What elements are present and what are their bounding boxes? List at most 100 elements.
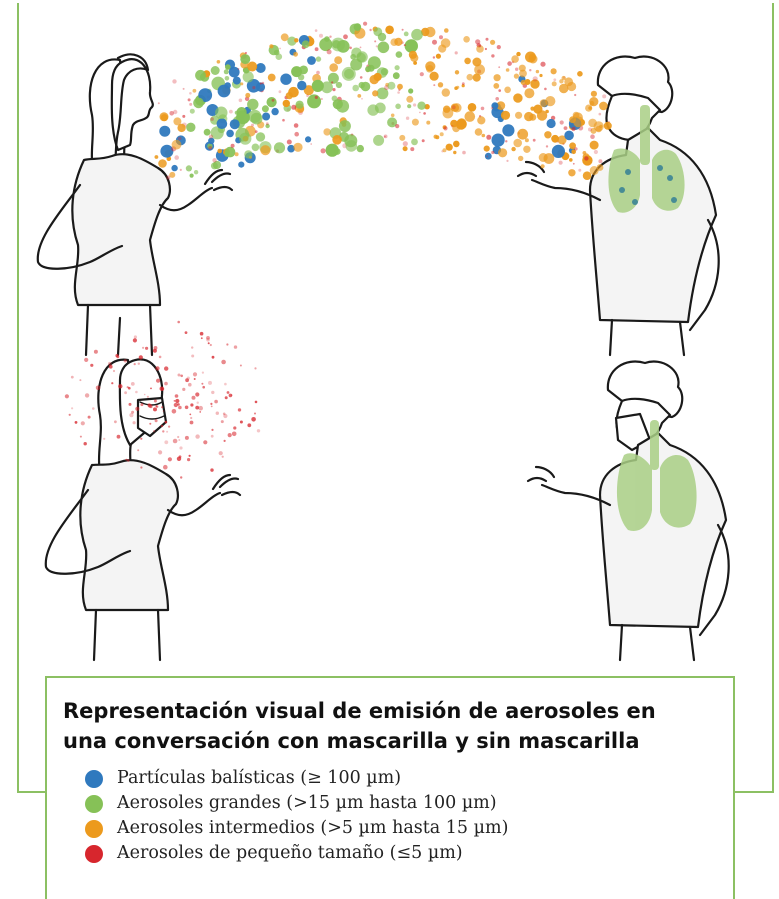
aerosol-particle xyxy=(361,97,363,100)
aerosol-particle xyxy=(360,81,371,92)
aerosol-particle xyxy=(191,395,196,400)
aerosol-particle xyxy=(114,420,117,424)
aerosol-particle xyxy=(589,100,595,106)
aerosol-particle xyxy=(589,140,599,150)
aerosol-particle xyxy=(475,39,481,45)
aerosol-particle xyxy=(419,72,424,77)
legend-dot-red xyxy=(85,845,103,863)
aerosol-particle xyxy=(484,152,492,160)
aerosol-particle xyxy=(146,395,149,398)
aerosol-particle xyxy=(373,27,383,37)
aerosol-particle xyxy=(137,449,140,452)
aerosol-particle xyxy=(491,150,495,155)
aerosol-particle xyxy=(324,36,330,42)
aerosol-particle xyxy=(476,45,484,53)
aerosol-particle xyxy=(353,23,362,31)
aerosol-particle xyxy=(291,104,297,110)
aerosol-particle xyxy=(294,38,299,43)
aerosol-particle xyxy=(523,145,531,153)
aerosol-particle xyxy=(207,143,213,149)
aerosol-particle xyxy=(173,109,178,115)
aerosol-particle xyxy=(511,146,516,152)
aerosol-particle xyxy=(178,405,182,410)
aerosol-particle xyxy=(493,74,501,82)
aerosol-particle xyxy=(303,85,314,96)
aerosol-particle xyxy=(481,133,486,138)
aerosol-particle xyxy=(143,393,146,396)
legend-dot-green xyxy=(85,795,103,813)
aerosol-particle xyxy=(404,39,418,53)
aerosol-particle xyxy=(167,457,172,462)
aerosol-particle xyxy=(443,126,448,131)
aerosol-particle xyxy=(511,55,519,63)
aerosol-particle xyxy=(228,393,233,398)
legend-item-large: Aerosoles grandes (>15 µm hasta 100 µm) xyxy=(85,791,508,816)
aerosol-cloud-mask xyxy=(64,320,261,479)
aerosol-particle xyxy=(193,97,204,109)
aerosol-particle xyxy=(79,379,82,382)
aerosol-particle xyxy=(184,435,189,440)
aerosol-particle xyxy=(190,416,193,420)
aerosol-particle xyxy=(228,66,240,78)
aerosol-particle xyxy=(177,136,182,141)
aerosol-particle xyxy=(306,94,309,98)
aerosol-particle xyxy=(173,117,182,126)
aerosol-particle xyxy=(187,98,191,102)
aerosol-particle xyxy=(407,104,412,109)
aerosol-particle xyxy=(376,87,389,100)
aerosol-particle xyxy=(242,71,254,83)
aerosol-particle xyxy=(525,51,536,63)
aerosol-particle xyxy=(357,94,362,98)
aerosol-particle xyxy=(248,109,262,123)
aerosol-particle xyxy=(441,88,450,97)
aerosol-particle xyxy=(410,53,419,62)
aerosol-particle xyxy=(486,155,489,158)
aerosol-particle xyxy=(251,123,254,127)
aerosol-particle xyxy=(254,400,258,404)
aerosol-particle xyxy=(496,101,506,110)
aerosol-particle xyxy=(212,158,217,163)
aerosol-particle xyxy=(486,134,492,140)
aerosol-particle xyxy=(247,423,252,428)
aerosol-particle xyxy=(74,421,78,424)
aerosol-particle xyxy=(332,88,336,92)
aerosol-particle xyxy=(254,130,258,134)
aerosol-particle xyxy=(359,46,362,49)
aerosol-particle xyxy=(491,54,495,58)
aerosol-particle xyxy=(240,82,244,86)
aerosol-particle xyxy=(545,109,549,114)
aerosol-particle xyxy=(444,28,449,33)
aerosol-particle xyxy=(244,51,247,55)
aerosol-particle xyxy=(349,46,352,50)
aerosol-particle xyxy=(477,116,486,125)
aerosol-particle xyxy=(216,118,228,129)
aerosol-particle xyxy=(571,126,576,132)
aerosol-particle xyxy=(495,97,500,101)
aerosol-particle xyxy=(176,456,182,461)
aerosol-particle xyxy=(186,122,196,132)
aerosol-particle xyxy=(417,101,426,110)
aerosol-particle xyxy=(539,73,543,78)
aerosol-particle xyxy=(603,121,612,130)
aerosol-particle xyxy=(411,28,423,41)
aerosol-particle xyxy=(172,79,177,84)
aerosol-particle xyxy=(293,123,299,128)
aerosol-particle xyxy=(545,96,556,107)
aerosol-particle xyxy=(329,63,339,72)
aerosol-particle xyxy=(210,402,213,405)
aerosol-particle xyxy=(559,79,564,84)
aerosol-particle xyxy=(401,28,404,31)
aerosol-particle xyxy=(179,168,182,171)
aerosol-particle xyxy=(162,410,165,412)
aerosol-particle xyxy=(271,98,275,102)
aerosol-particle xyxy=(569,158,573,162)
aerosol-particle xyxy=(83,442,87,446)
aerosol-particle xyxy=(238,98,243,103)
aerosol-particle xyxy=(278,90,282,94)
aerosol-particle xyxy=(516,51,521,57)
aerosol-particle xyxy=(598,112,602,116)
aerosol-particle xyxy=(397,83,403,90)
aerosol-particle xyxy=(286,139,292,145)
aerosol-particle xyxy=(450,103,460,112)
aerosol-particle xyxy=(154,419,158,423)
